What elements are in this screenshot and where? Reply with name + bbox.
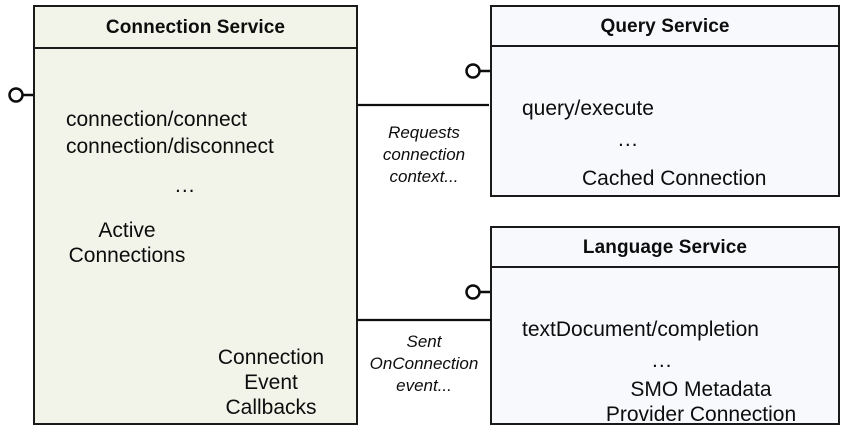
edge-label-sent-onconnection-event: Sent OnConnection event... <box>358 331 490 397</box>
edge-label-bottom-line-1: Sent <box>406 332 442 351</box>
connection-service-body: connection/connect connection/disconnect… <box>35 49 356 423</box>
operation-query-execute: query/execute <box>522 97 654 120</box>
component-query-service[interactable]: Query Service query/execute ... Cached C… <box>490 5 840 197</box>
edge-label-top-line-3: context... <box>389 167 459 187</box>
edge-label-top-line-2: connection <box>382 145 466 165</box>
active-connections-label-line-1: Active <box>98 219 156 242</box>
callbacks-label-line-3: Callbacks <box>225 395 317 419</box>
operation-connection-disconnect: connection/disconnect <box>66 135 274 159</box>
edge-label-requests-connection-context: Requests connection context... <box>364 122 484 188</box>
connection-service-title: Connection Service <box>35 7 356 49</box>
language-service-body: textDocument/completion ... SMO Metadata… <box>492 268 838 426</box>
operation-textdocument-completion: textDocument/completion <box>522 318 759 341</box>
callbacks-label-line-1: Connection <box>217 346 325 369</box>
query-service-operations-ellipsis: ... <box>618 128 639 151</box>
smo-metadata-provider-connection-label: SMO Metadata Provider Connection <box>576 378 826 428</box>
component-language-service[interactable]: Language Service textDocument/completion… <box>490 226 840 426</box>
language-service-operations-ellipsis: ... <box>652 349 673 372</box>
query-service-title: Query Service <box>492 7 838 47</box>
connection-service-operations-ellipsis: ... <box>175 174 196 197</box>
connection-service-operations: connection/connect connection/disconnect <box>66 106 274 161</box>
connection-event-callbacks-label: Connection Event Callbacks <box>191 346 351 420</box>
cached-connection-label: Cached Connection <box>582 167 767 190</box>
active-connections-label-line-2: Connections <box>68 243 186 267</box>
smo-label-line-2: Provider Connection <box>605 402 797 426</box>
operation-connection-connect: connection/connect <box>66 108 247 131</box>
language-service-title: Language Service <box>492 228 838 268</box>
component-connection-service[interactable]: Connection Service connection/connect co… <box>33 5 358 425</box>
edge-label-bottom-line-2: OnConnection <box>369 354 479 374</box>
edge-label-top-line-1: Requests <box>388 123 460 142</box>
query-service-body: query/execute ... Cached Connection <box>492 47 838 195</box>
callbacks-label-line-2: Event <box>244 370 298 394</box>
smo-label-line-1: SMO Metadata <box>630 378 772 401</box>
active-connections-label: Active Connections <box>47 219 207 269</box>
edge-label-bottom-line-3: event... <box>396 376 452 396</box>
